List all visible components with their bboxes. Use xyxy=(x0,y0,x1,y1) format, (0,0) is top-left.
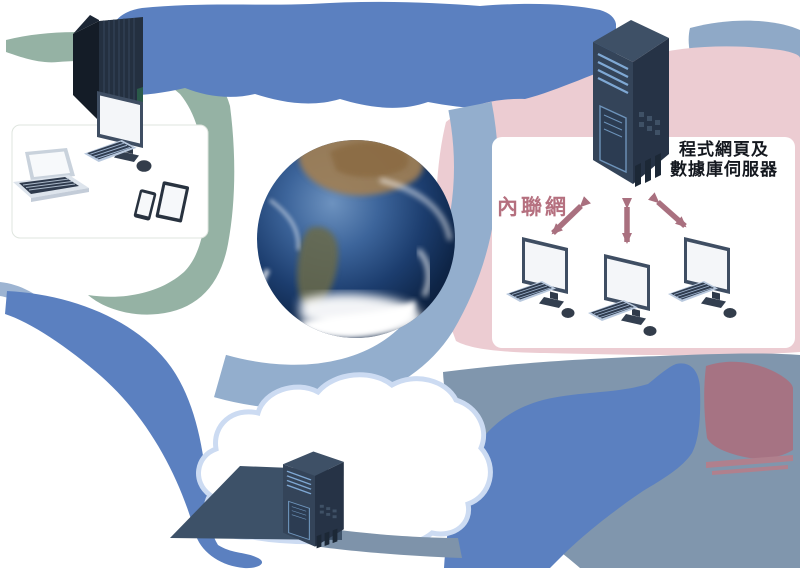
client-tablet xyxy=(155,181,190,223)
intranet-arrow-right xyxy=(647,192,687,229)
client-laptop xyxy=(13,148,89,202)
server-label-line2: 數據庫伺服器 xyxy=(670,160,778,180)
intranet-label: 內聯網 xyxy=(497,195,569,219)
server-label-line1: 程式網頁及 xyxy=(679,140,769,160)
cloud-server-tower xyxy=(282,450,345,550)
client-mouse xyxy=(136,160,152,172)
under-cloud-band xyxy=(312,526,462,558)
mauve-bottom-arrow xyxy=(704,361,793,475)
earth-globe xyxy=(257,140,455,338)
internet-top-arrow xyxy=(100,1,616,109)
bottom-right-blue-arrow xyxy=(444,363,701,568)
server-label: 程式網頁及 數據庫伺服器 xyxy=(648,140,800,180)
intranet-arrow-left xyxy=(551,196,591,235)
client-phone xyxy=(133,189,157,221)
intranet-double-arrows xyxy=(551,192,687,244)
bottom-left-blue-arrow xyxy=(5,291,263,569)
